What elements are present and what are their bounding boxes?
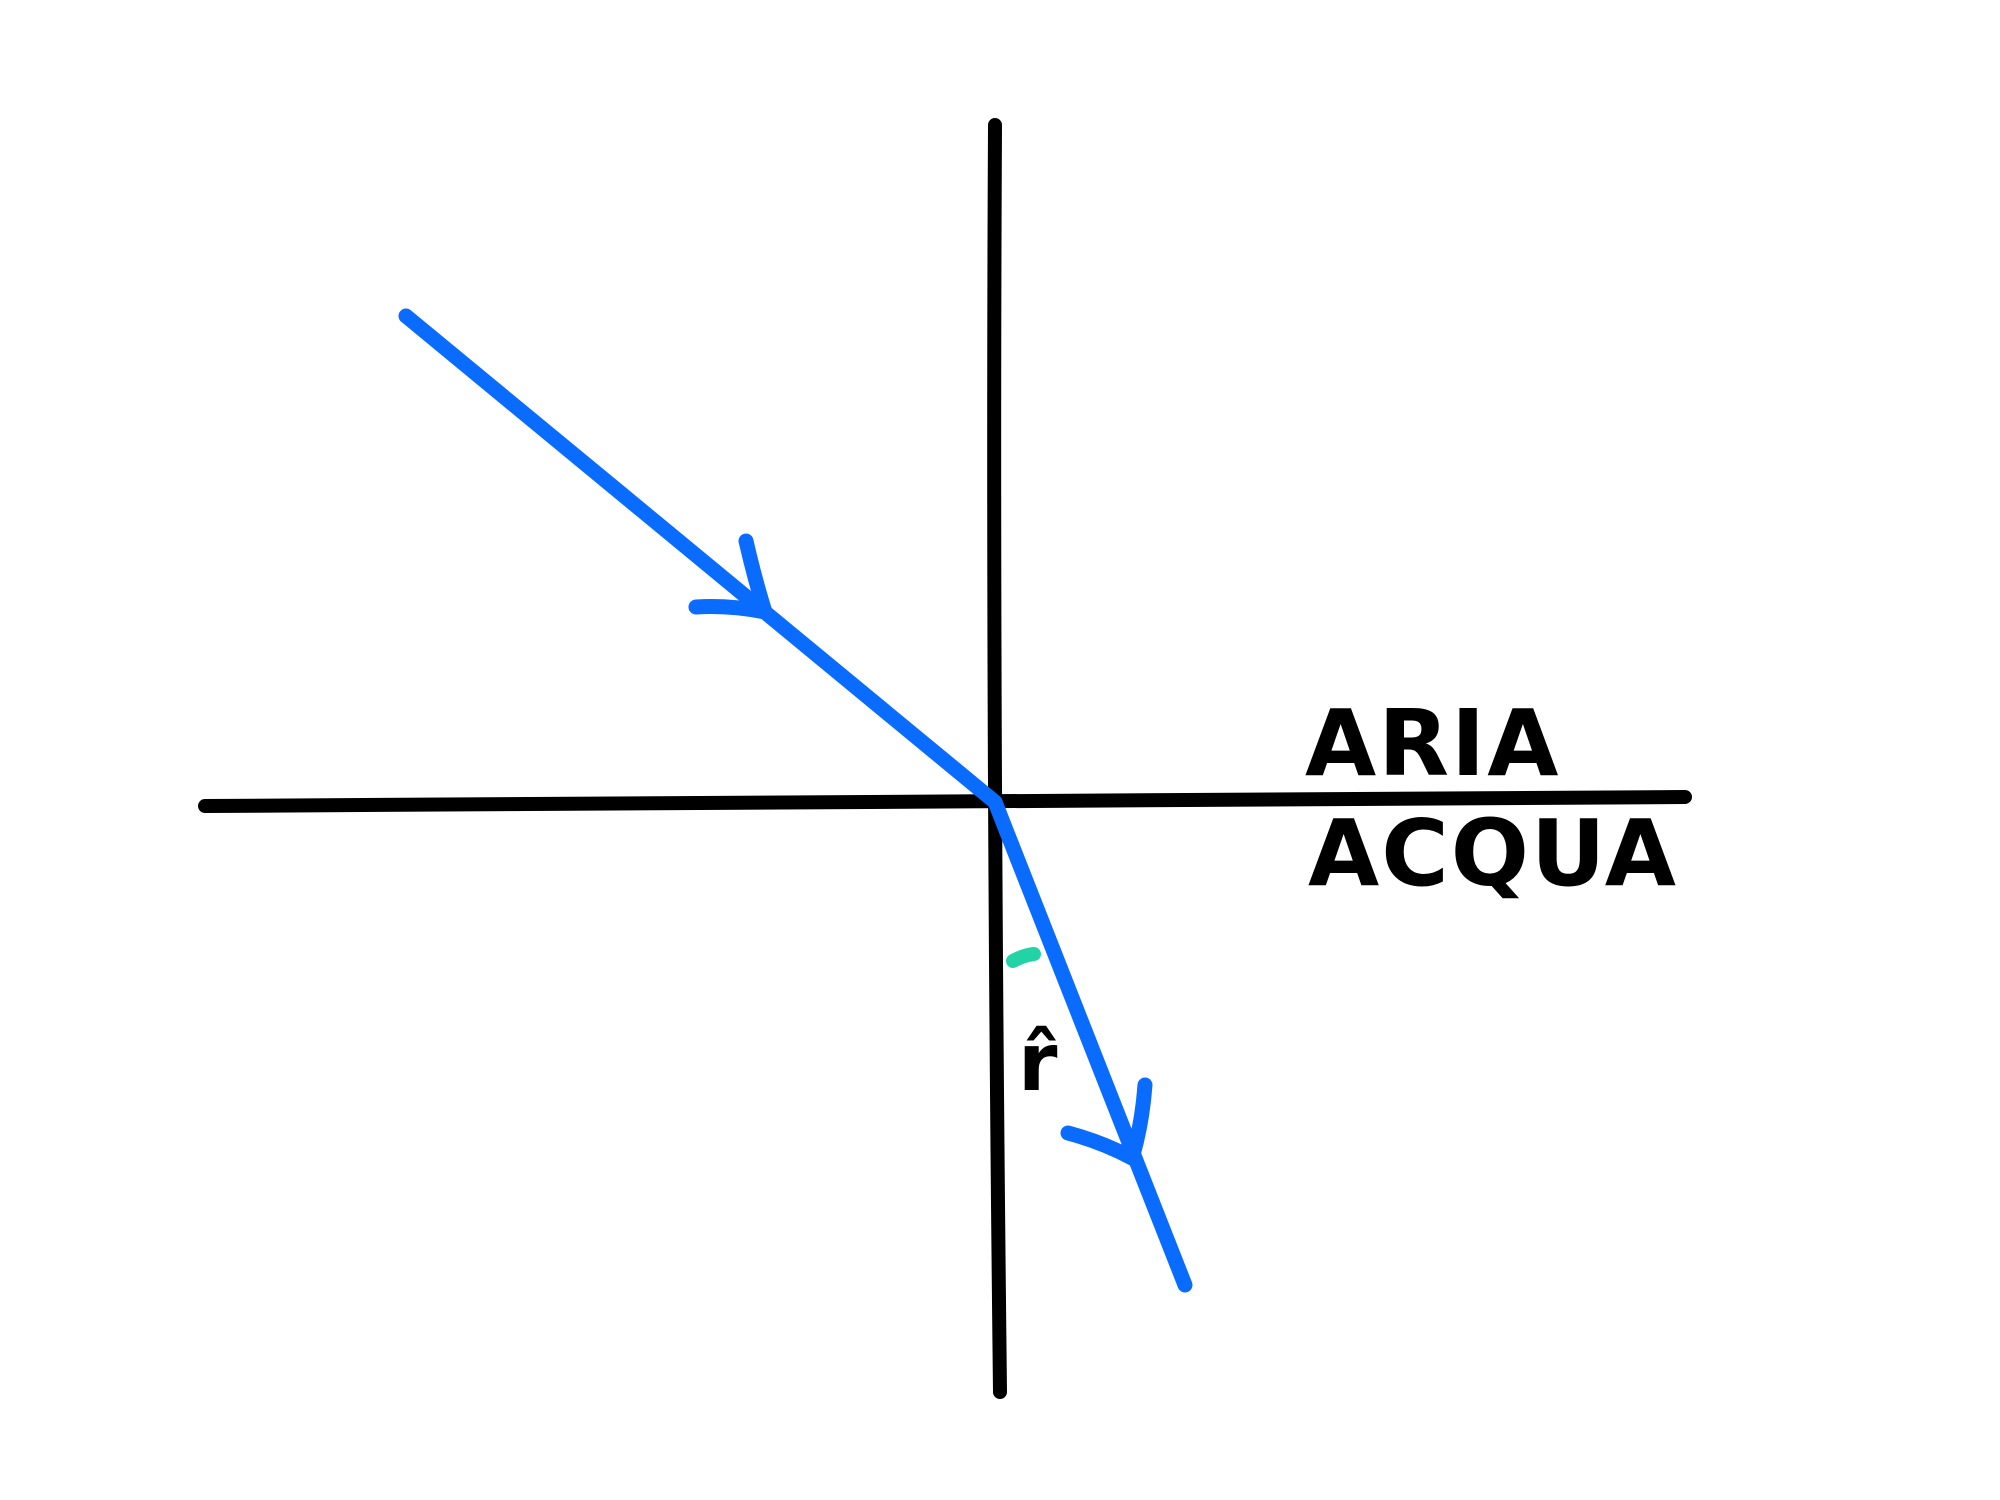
refraction-angle-arc (1006, 947, 1041, 968)
interface-line (198, 790, 1692, 813)
medium-label-aria: ARIA (1305, 690, 1560, 797)
refracted-ray-arrowhead (1060, 1077, 1153, 1166)
medium-label-acqua: ACQUA (1308, 800, 1678, 907)
refraction-angle-label: r̂ (1018, 1016, 1058, 1109)
incident-ray (398, 308, 1003, 810)
normal-line (987, 118, 1007, 1399)
incident-ray-arrowhead (688, 533, 773, 620)
refracted-ray (987, 794, 1193, 1293)
